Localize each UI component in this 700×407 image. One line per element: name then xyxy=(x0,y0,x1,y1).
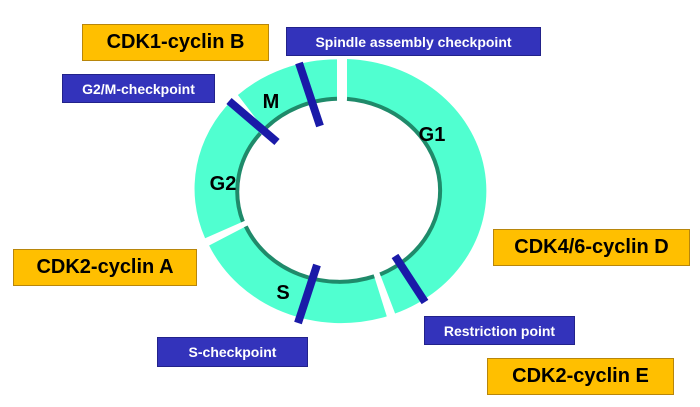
cdk46-cyclin-d-label: CDK4/6-cyclin D xyxy=(514,236,669,258)
g2m-checkpoint-box: G2/M-checkpoint xyxy=(62,74,215,103)
g1-inner-edge xyxy=(346,96,443,277)
g1-phase-label: G1 xyxy=(419,124,446,146)
cdk2-cyclin-a-label: CDK2-cyclin A xyxy=(36,256,174,278)
restriction-point-label: Restriction point xyxy=(443,322,556,339)
cdk46-cyclin-d-box: CDK4/6-cyclin D xyxy=(493,229,690,266)
g2-inner-edge xyxy=(235,131,262,223)
spindle-checkpoint-bar xyxy=(295,61,324,128)
spindle-assembly-checkpoint-box: Spindle assembly checkpoint xyxy=(286,27,541,56)
s-inner-edge xyxy=(243,225,375,284)
m-inner-edge xyxy=(262,96,338,131)
g2m-checkpoint-bar xyxy=(226,97,280,146)
cdk2-cyclin-e-label: CDK2-cyclin E xyxy=(512,365,649,387)
cdk1-cyclin-b-box: CDK1-cyclin B xyxy=(82,24,269,61)
g1-phase-segment xyxy=(347,59,487,314)
restriction-point-box: Restriction point xyxy=(424,316,575,345)
spindle-assembly-checkpoint-label: Spindle assembly checkpoint xyxy=(315,33,512,50)
m-phase-segment xyxy=(237,59,337,130)
cdk2-cyclin-a-box: CDK2-cyclin A xyxy=(13,249,197,286)
g2-phase-segment xyxy=(194,99,261,239)
g2-phase-label: G2 xyxy=(210,173,237,195)
g2m-checkpoint-label: G2/M-checkpoint xyxy=(82,80,195,97)
restriction-point-bar xyxy=(391,253,429,305)
s-phase-label: S xyxy=(276,282,289,304)
m-phase-label: M xyxy=(263,91,280,113)
s-checkpoint-label: S-checkpoint xyxy=(188,344,277,360)
s-checkpoint-box: S-checkpoint xyxy=(157,337,308,367)
cdk1-cyclin-b-label: CDK1-cyclin B xyxy=(106,31,245,53)
s-checkpoint-bar xyxy=(294,263,321,325)
cdk2-cyclin-e-box: CDK2-cyclin E xyxy=(487,358,674,395)
